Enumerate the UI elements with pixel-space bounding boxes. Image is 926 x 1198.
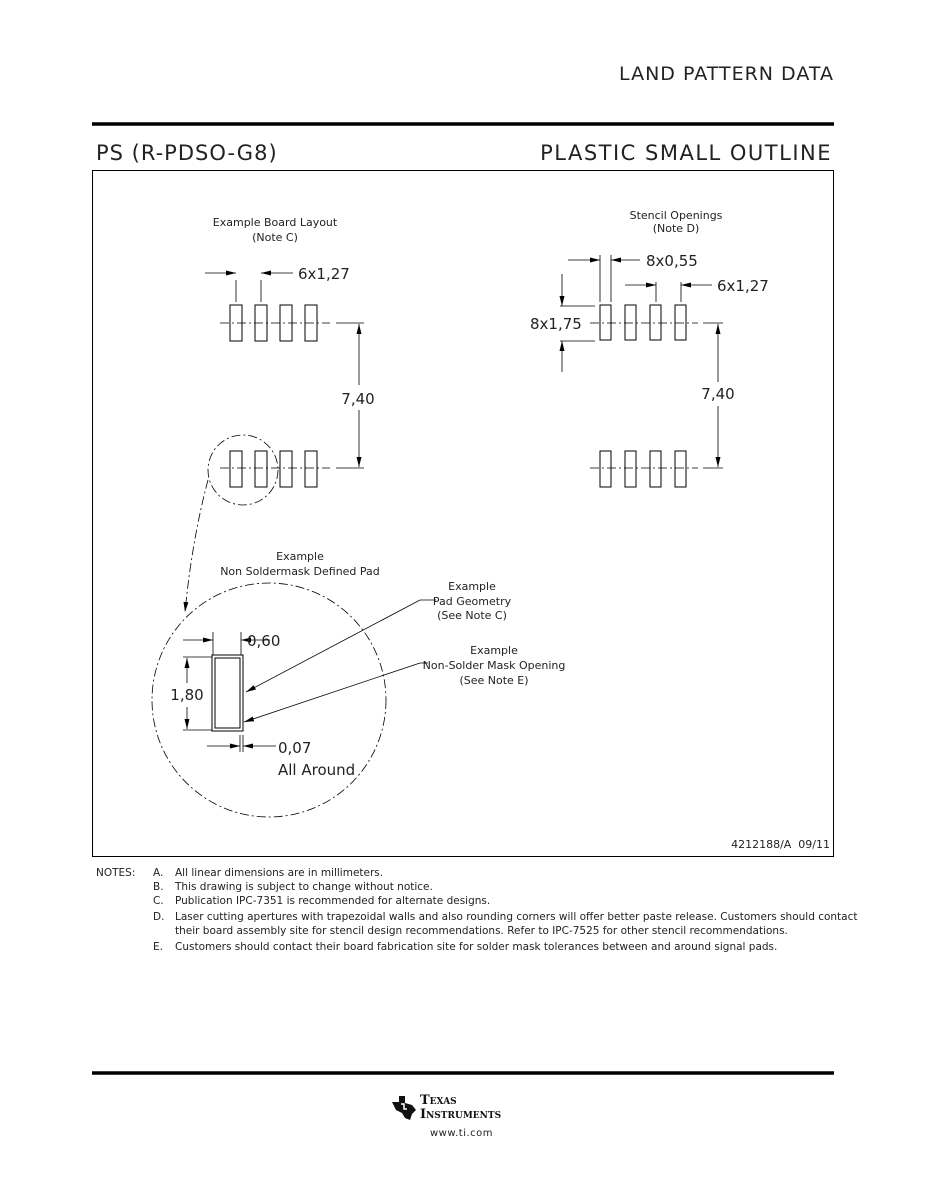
board-row-spacing-dim: 7,40 [341, 390, 374, 408]
board-pitch-dim: 6x1,27 [298, 265, 350, 283]
stencil-length-dim: 8x1,75 [530, 315, 582, 333]
board-layout-note: (Note C) [252, 231, 298, 244]
callout-mask-line: Non-Solder Mask Opening [423, 659, 566, 672]
package-name: PLASTIC SMALL OUTLINE [540, 141, 832, 165]
package-code: PS (R-PDSO-G8) [96, 141, 278, 165]
note-text: All linear dimensions are in millimeters… [175, 867, 384, 879]
stencil-width-dim: 8x0,55 [646, 252, 698, 270]
note-text: Laser cutting apertures with trapezoidal… [175, 911, 858, 937]
drawing-frame [92, 170, 834, 857]
callout-pad-line: (See Note C) [437, 609, 507, 622]
pad-detail-subtitle: Non Soldermask Defined Pad [220, 565, 380, 578]
board-pads-bottom [229, 450, 318, 488]
texas-state-icon [392, 1096, 416, 1120]
pad-detail: Example Non Soldermask Defined Pad 0,60 … [151, 550, 566, 818]
notes: NOTES: A. All linear dimensions are in mil… [96, 866, 865, 954]
stencil-note: (Note D) [653, 222, 700, 235]
pad-clearance-note: All Around [278, 761, 355, 779]
stencil-pads-top [599, 304, 687, 341]
callout-pad-line: Example [448, 580, 496, 593]
stencil-pads-bottom [599, 450, 687, 488]
pad-clearance-dim: 0,07 [278, 739, 311, 757]
note-letter: E. [153, 941, 163, 953]
stencil-openings: Stencil Openings (Note D) 8x0,55 6x1,27 … [530, 209, 769, 488]
stencil-pitch-dim: 6x1,27 [717, 277, 769, 295]
note-text: Publication IPC-7351 is recommended for … [175, 895, 491, 907]
website-url: www.ti.com [430, 1128, 494, 1139]
pad-width-dim: 0,60 [247, 632, 280, 650]
note-text: Customers should contact their board fab… [175, 941, 778, 953]
logo-line1: Texas [420, 1093, 457, 1108]
board-layout-title: Example Board Layout [213, 216, 338, 229]
notes-label: NOTES: [96, 867, 136, 879]
pad-length-dim: 1,80 [170, 686, 203, 704]
stencil-title: Stencil Openings [630, 209, 723, 222]
pad-detail-title: Example [276, 550, 324, 563]
drawing-number: 4212188/A 09/11 [731, 838, 830, 851]
callout-mask-line: (See Note E) [459, 674, 528, 687]
note-letter: D. [153, 911, 165, 923]
stencil-row-spacing-dim: 7,40 [701, 385, 734, 403]
callout-mask-line: Example [470, 644, 518, 657]
note-text: This drawing is subject to change withou… [175, 881, 433, 893]
logo-line2: Instruments [420, 1107, 502, 1122]
callout-pad-line: Pad Geometry [433, 595, 512, 608]
note-letter: B. [153, 881, 164, 893]
board-layout: Example Board Layout (Note C) 6x1,27 7,4… [183, 216, 375, 613]
note-letter: A. [153, 867, 164, 879]
section-title: LAND PATTERN DATA [619, 63, 834, 85]
note-letter: C. [153, 895, 164, 907]
